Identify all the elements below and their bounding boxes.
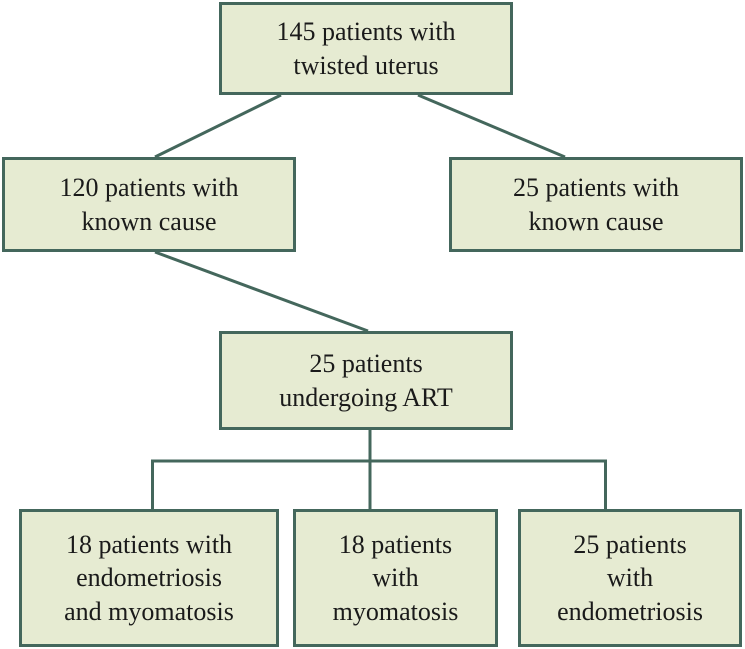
- edge-root-to-left: [154, 93, 282, 159]
- node-art-line-1: 25 patients: [309, 349, 423, 379]
- node-root-line-2: twisted uterus: [293, 50, 439, 80]
- node-b2-line-2: with: [372, 563, 419, 593]
- node-b1-line-2: endometriosis: [76, 563, 222, 593]
- node-b2-line-3: myomatosis: [332, 596, 459, 626]
- node-b3-line-3: endometriosis: [557, 596, 703, 626]
- node-myomatosis: 18 patients with myomatosis: [293, 509, 498, 647]
- node-known-cause-120: 120 patients with known cause: [2, 157, 296, 252]
- node-b3-line-2: with: [606, 563, 654, 593]
- node-known-cause-25: 25 patients with known cause: [449, 157, 743, 252]
- node-root-line-1: 145 patients with: [276, 17, 456, 47]
- node-art-line-2: undergoing ART: [279, 382, 453, 412]
- node-right-line-2: known cause: [528, 206, 664, 236]
- node-root: 145 patients with twisted uterus: [219, 2, 513, 95]
- node-left-line-1: 120 patients with: [59, 173, 239, 203]
- node-left-line-2: known cause: [81, 206, 217, 236]
- edge-left-to-art: [154, 250, 369, 333]
- node-endometriosis: 25 patients with endometriosis: [518, 509, 742, 647]
- node-endometriosis-and-myomatosis: 18 patients with endometriosis and myoma…: [19, 509, 279, 647]
- node-b1-line-3: and myomatosis: [64, 596, 234, 626]
- node-b1-line-1: 18 patients with: [65, 530, 233, 560]
- node-b3-line-1: 25 patients: [573, 530, 687, 560]
- node-b2-line-1: 18 patients: [338, 530, 453, 560]
- edge-root-to-right: [417, 93, 566, 159]
- node-undergoing-art: 25 patients undergoing ART: [219, 331, 513, 430]
- node-right-line-1: 25 patients with: [512, 173, 680, 203]
